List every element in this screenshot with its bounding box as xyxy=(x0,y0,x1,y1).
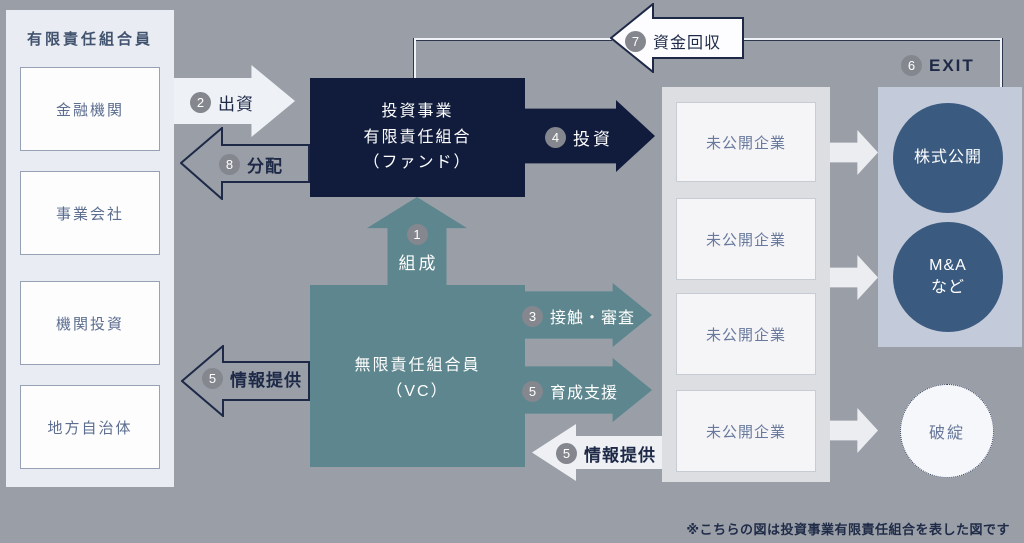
general-partner-box: 無限責任組合員 （VC） xyxy=(310,285,525,467)
investment-label-text: 投資 xyxy=(573,130,613,149)
investment-label: 4 投資 xyxy=(545,125,613,150)
fund-line3: （ファンド） xyxy=(363,154,472,172)
company-label: 未公開企業 xyxy=(705,423,786,441)
fund-line2: 有限責任組合 xyxy=(363,128,472,146)
portfolio-company-box-3: 未公開企業 xyxy=(676,293,816,375)
recovery-line-right-vertical xyxy=(1000,38,1002,87)
note-text: ※こちらの図は投資事業有限責任組合を表した図です xyxy=(686,522,1010,537)
recovery-label-text: 資金回収 xyxy=(653,35,722,52)
fund-line1: 投資事業 xyxy=(381,103,454,121)
formation-label-text: 組成 xyxy=(398,254,439,273)
info-provision-left-label: 5 情報提供 xyxy=(202,366,302,391)
contact-screening-text: 接触・審査 xyxy=(550,310,636,327)
recovery-line-left-horizontal xyxy=(416,38,612,40)
gp-line2: （VC） xyxy=(386,382,449,400)
member-label: 金融機関 xyxy=(55,101,124,119)
fund-box-text: 投資事業 有限責任組合 （ファンド） xyxy=(363,99,471,176)
bankruptcy-label: 破綻 xyxy=(928,425,965,442)
portfolio-company-box-1: 未公開企業 xyxy=(676,102,816,182)
flow-badge-2: 2 xyxy=(190,92,211,113)
info-provision-left-arrow xyxy=(181,345,310,417)
connector-arrow-ma xyxy=(830,255,878,300)
support-label-text: 育成支援 xyxy=(550,385,619,402)
company-label: 未公開企業 xyxy=(705,134,786,152)
support-label: 5 育成支援 xyxy=(522,379,618,403)
flow-badge-6: 6 xyxy=(901,55,922,76)
business-company-box: 事業会社 xyxy=(20,171,160,255)
local-government-box: 地方自治体 xyxy=(20,385,160,469)
flow-badge-5c: 5 xyxy=(556,443,577,464)
connector-arrow-ipo xyxy=(830,130,878,175)
exit-label: 6 EXIT xyxy=(901,55,975,76)
flow-badge-5b: 5 xyxy=(522,380,543,402)
flow-badge-3: 3 xyxy=(522,305,543,327)
company-label: 未公開企業 xyxy=(705,326,786,344)
financial-institution-box: 金融機関 xyxy=(20,67,160,151)
formation-label: 1 組成 xyxy=(367,224,467,274)
info-provision-right-text: 情報提供 xyxy=(584,446,656,465)
recovery-line-left-vertical xyxy=(414,38,416,78)
member-label: 機関投資 xyxy=(55,315,124,333)
fund-box: 投資事業 有限責任組合 （ファンド） xyxy=(310,78,525,197)
contribution-label-text: 出資 xyxy=(218,95,254,114)
general-partner-text: 無限責任組合員 （VC） xyxy=(354,353,480,404)
company-label: 未公開企業 xyxy=(705,231,786,249)
distribution-label: 8 分配 xyxy=(219,152,283,177)
recovery-line-right-horizontal xyxy=(742,38,1002,40)
flow-badge-5: 5 xyxy=(202,368,223,389)
bankruptcy-circle: 破綻 xyxy=(900,384,994,478)
limited-partners-title: 有限責任組合員 xyxy=(26,31,153,48)
contribution-label: 2 出資 xyxy=(190,90,254,115)
contact-screening-label: 3 接触・審査 xyxy=(522,304,635,328)
flow-badge-4: 4 xyxy=(545,127,566,148)
ipo-label: 株式公開 xyxy=(913,148,982,166)
info-provision-left-text: 情報提供 xyxy=(230,371,302,390)
member-label: 事業会社 xyxy=(55,205,124,223)
recovery-label: 7 資金回収 xyxy=(625,29,721,53)
recovery-arrow xyxy=(610,3,744,73)
member-label: 地方自治体 xyxy=(47,419,133,437)
gp-line1: 無限責任組合員 xyxy=(354,357,481,374)
distribution-label-text: 分配 xyxy=(247,157,283,176)
connector-arrow-bankruptcy xyxy=(830,408,878,453)
exit-label-text: EXIT xyxy=(929,55,975,75)
portfolio-company-box-4: 未公開企業 xyxy=(676,390,816,472)
ma-label-line2: など xyxy=(930,279,965,296)
institutional-investor-box: 機関投資 xyxy=(20,281,160,365)
ma-label-line1: M&A xyxy=(929,256,967,274)
ipo-circle: 株式公開 xyxy=(893,103,1003,213)
distribution-arrow xyxy=(180,127,310,200)
ma-circle: M&A など xyxy=(893,222,1003,332)
flow-badge-1: 1 xyxy=(406,224,428,245)
portfolio-company-box-2: 未公開企業 xyxy=(676,198,816,280)
flow-badge-8: 8 xyxy=(219,154,240,175)
info-provision-right-label: 5 情報提供 xyxy=(556,441,656,466)
flow-badge-7: 7 xyxy=(625,30,646,52)
